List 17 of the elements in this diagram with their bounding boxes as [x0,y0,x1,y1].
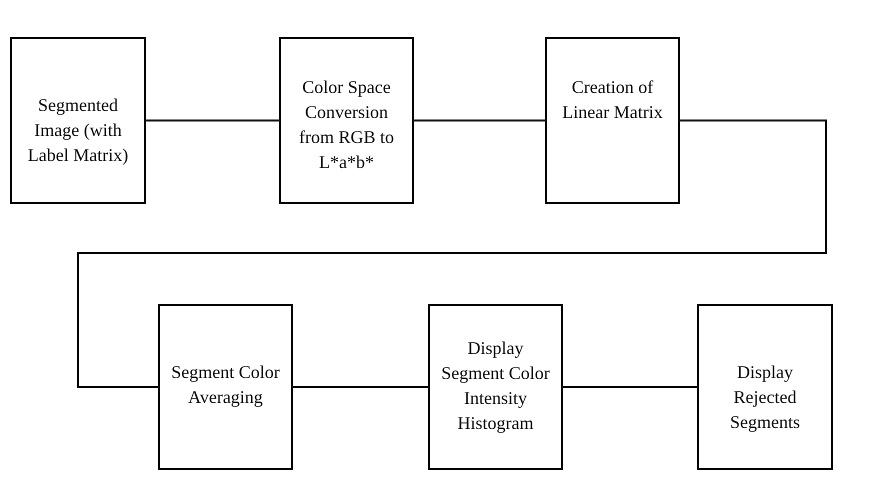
connector-line [414,120,545,122]
process-box [428,304,563,470]
process-box [10,37,146,204]
box-label: Segmented Image (with Label Matrix) [26,94,130,167]
process-box [697,304,833,470]
box-label: Color Space Conversion from RGB to L*a*b* [298,76,395,174]
process-box [279,37,414,204]
process-box [545,37,680,204]
box-label: Segment Color Averaging [170,361,281,409]
connector-line [563,386,697,388]
connector-line [293,386,428,388]
box-label: Display Rejected Segments [729,361,801,434]
box-label: Display Segment Color Intensity Histogram [440,337,551,435]
process-box [158,304,293,470]
box-label: Creation of Linear Matrix [561,76,664,124]
connector-line [146,120,279,122]
connector-line [77,120,827,388]
